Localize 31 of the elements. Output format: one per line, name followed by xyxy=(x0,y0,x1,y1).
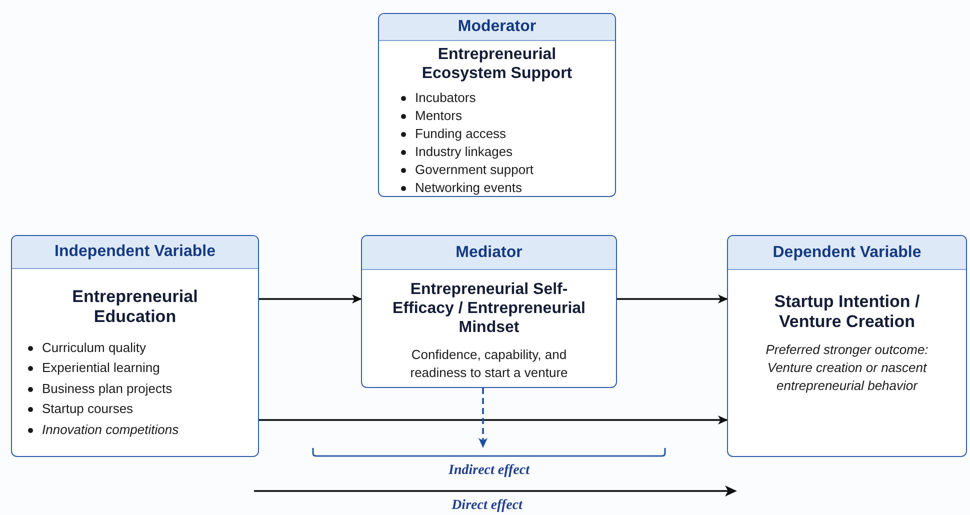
bullet-item: Business plan projects xyxy=(42,380,172,398)
variable-box xyxy=(361,235,617,388)
variable-box xyxy=(378,13,616,197)
box-header: Mediator xyxy=(362,236,616,270)
bullet-item: Incubators xyxy=(415,89,476,108)
box-header: Moderator xyxy=(379,14,615,41)
box-title: Entrepreneurial Education xyxy=(71,287,199,328)
box-header: Independent Variable xyxy=(12,236,258,269)
bullet-item: Startup courses xyxy=(42,400,134,418)
bullet-item: Experiential learning xyxy=(42,359,160,378)
effect-label: Direct effect xyxy=(452,498,522,514)
box-title: Startup Intention / Venture Creation xyxy=(773,292,921,333)
bullet-item: Curriculum quality xyxy=(42,338,146,357)
bullet-item: Industry linkages xyxy=(415,143,513,162)
bullet-item: Government support xyxy=(415,161,534,180)
box-title: Entrepreneurial Self-Efficacy / Entrepreneurial Mindset xyxy=(392,280,586,338)
arrow xyxy=(478,388,488,448)
box-title: Entrepreneurial Ecosystem Support xyxy=(420,45,574,84)
bullet-item: Networking events xyxy=(415,179,522,196)
arrow xyxy=(259,294,362,304)
arrow xyxy=(617,294,728,304)
variable-box xyxy=(11,235,259,457)
arrow xyxy=(259,416,728,424)
box-header: Dependent Variable xyxy=(728,236,966,270)
variable-box xyxy=(727,235,967,457)
bullet-item: Funding access xyxy=(415,125,506,144)
description: Preferred stronger outcome: Venture creation or nascent entrepreneurial behavior xyxy=(764,340,930,396)
effect-label: Indirect effect xyxy=(448,463,530,479)
bullet-item: Mentors xyxy=(415,107,462,126)
description: Confidence, capability, and readiness to start a venture xyxy=(409,346,569,382)
bullet-item: Innovation competitions xyxy=(42,420,179,439)
